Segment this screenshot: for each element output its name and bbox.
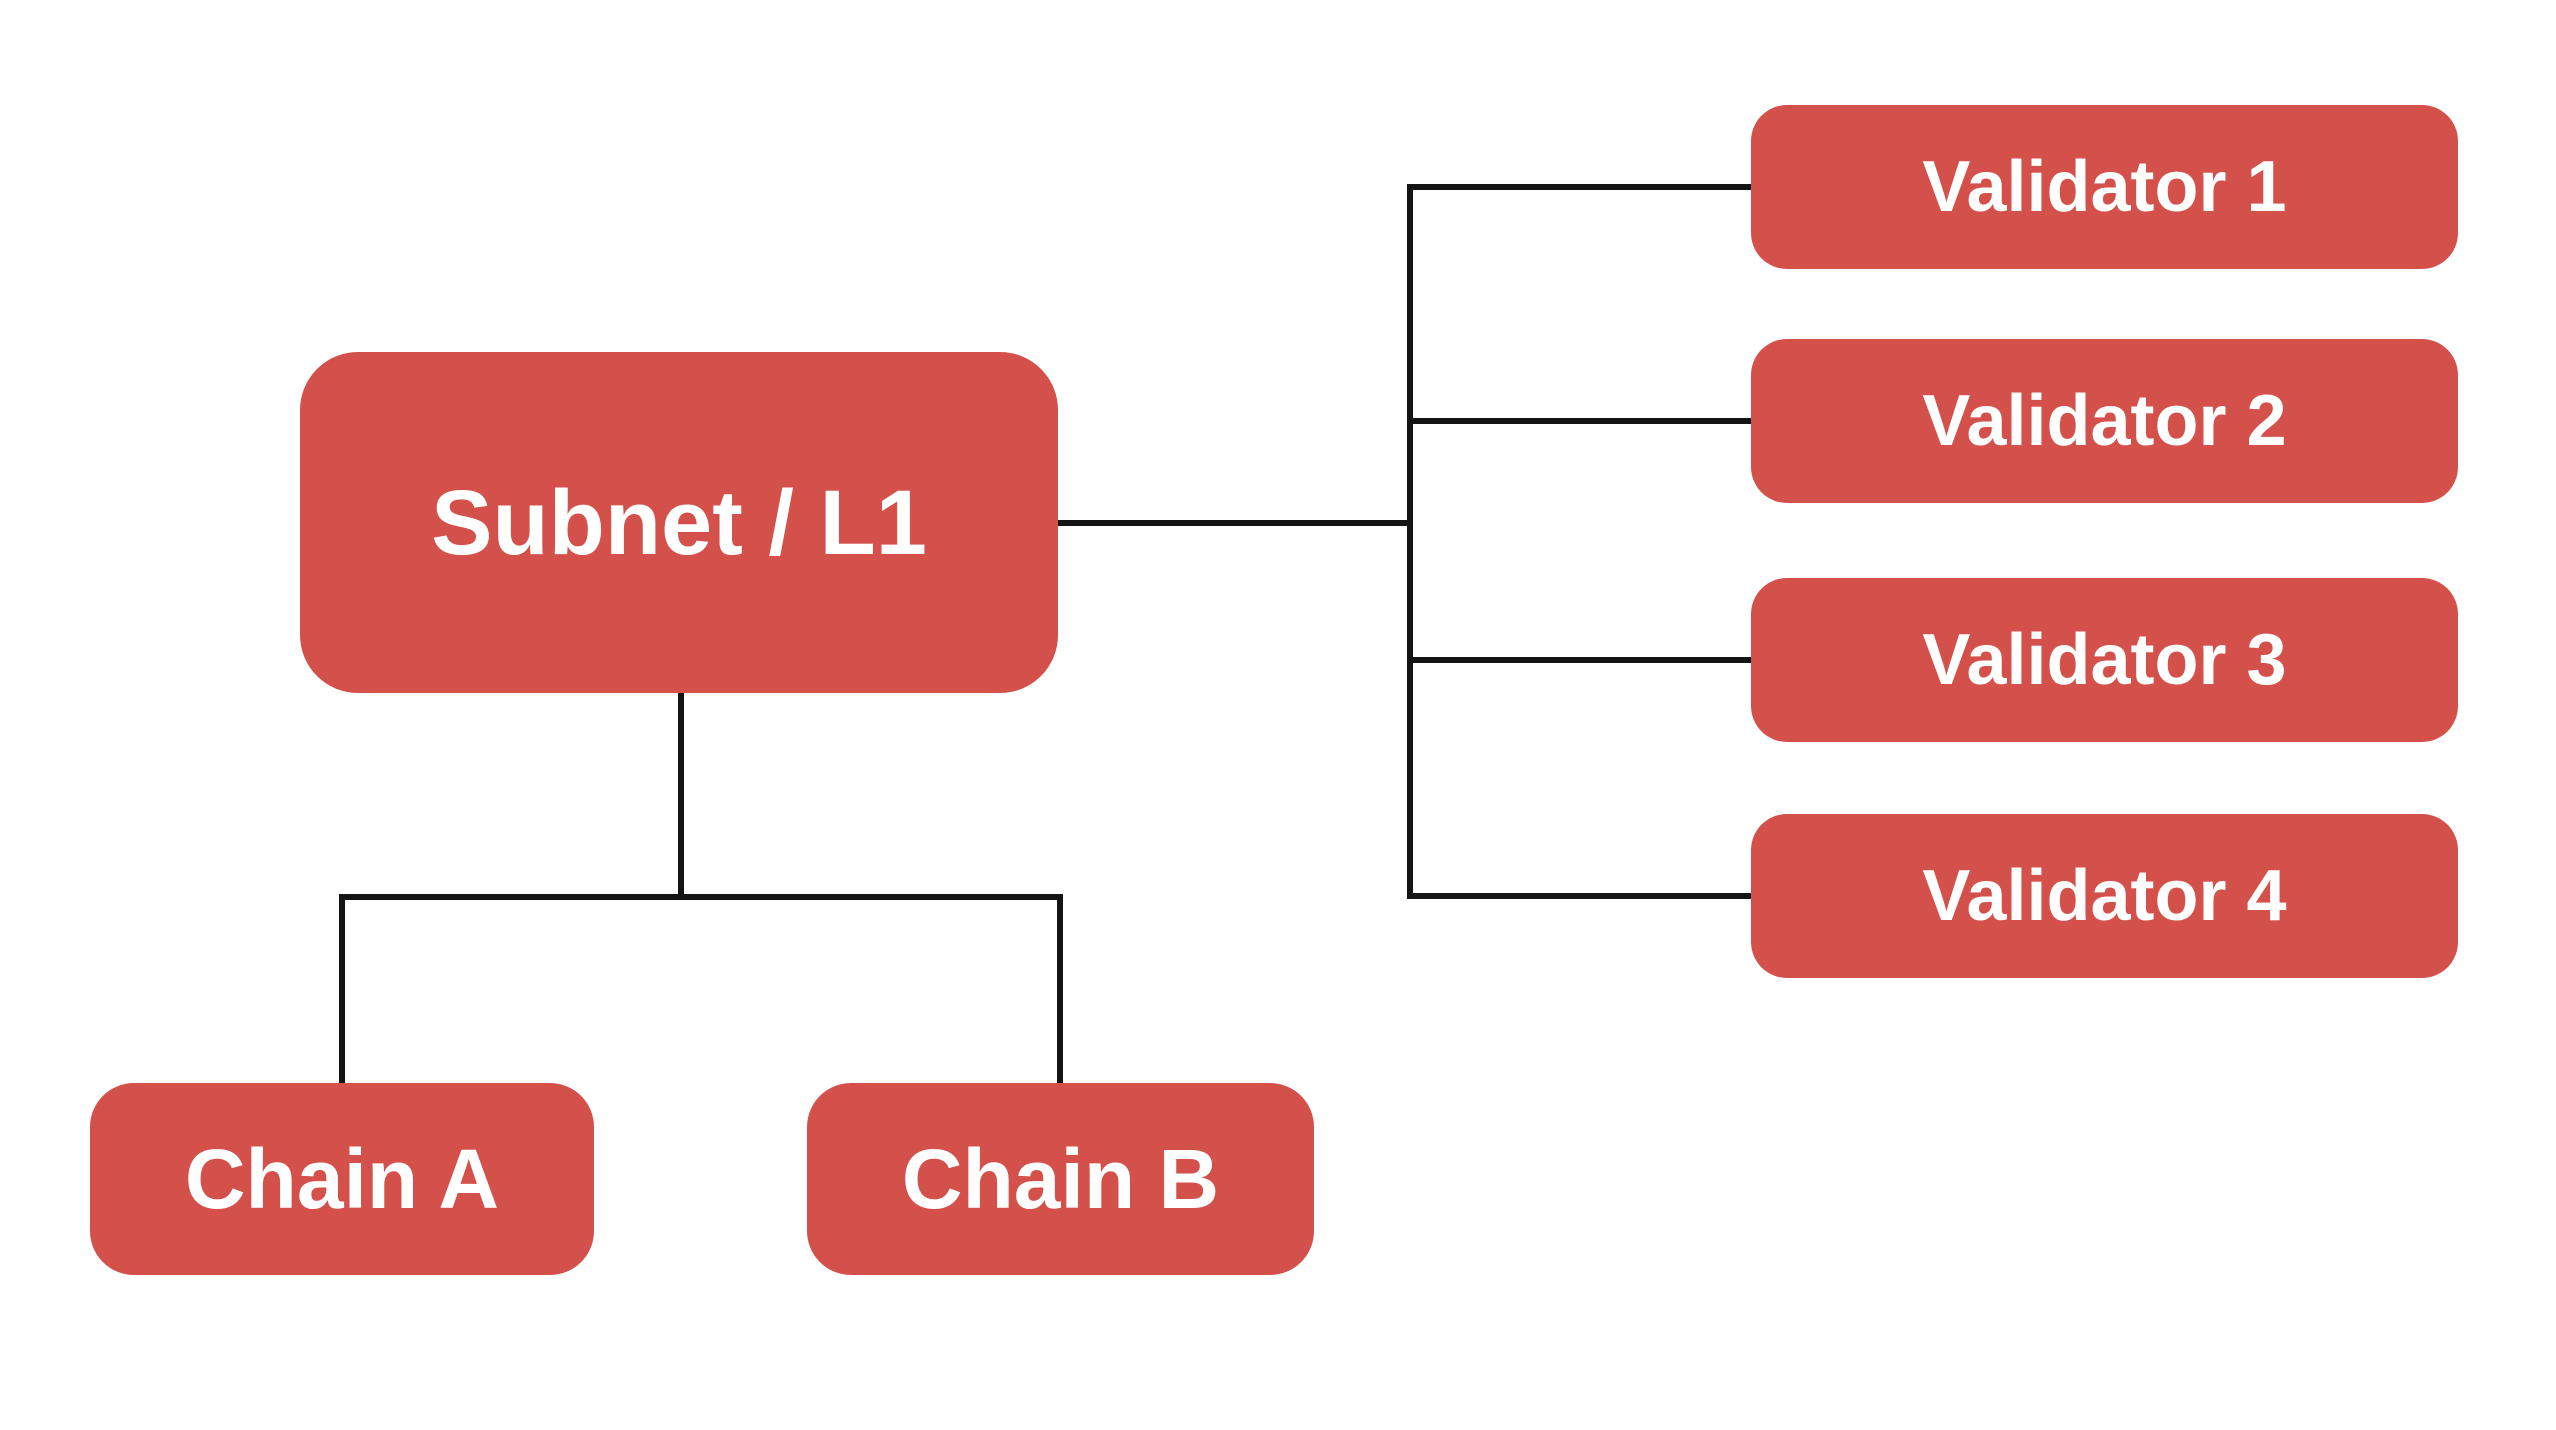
node-chain-b-label: Chain B bbox=[901, 1132, 1220, 1226]
node-subnet-l1: Subnet / L1 bbox=[300, 352, 1058, 693]
node-validator-4: Validator 4 bbox=[1751, 814, 2458, 978]
node-validator-1-label: Validator 1 bbox=[1922, 147, 2287, 227]
node-validator-1: Validator 1 bbox=[1751, 105, 2458, 269]
edge-chain-bus bbox=[339, 894, 1063, 900]
node-chain-a-label: Chain A bbox=[184, 1132, 500, 1226]
edge-branch-validator-2 bbox=[1413, 418, 1751, 424]
edge-branch-validator-3 bbox=[1413, 657, 1751, 663]
node-chain-b: Chain B bbox=[807, 1083, 1314, 1275]
node-validator-2: Validator 2 bbox=[1751, 339, 2458, 503]
edge-branch-validator-1 bbox=[1413, 184, 1751, 190]
edge-subnet-to-chain-bus bbox=[678, 693, 684, 900]
node-validator-4-label: Validator 4 bbox=[1922, 856, 2287, 936]
edge-branch-chain-b bbox=[1057, 894, 1063, 1085]
edge-branch-chain-a bbox=[339, 894, 345, 1085]
node-validator-2-label: Validator 2 bbox=[1922, 381, 2287, 461]
edge-branch-validator-4 bbox=[1413, 893, 1751, 899]
node-chain-a: Chain A bbox=[90, 1083, 594, 1275]
node-validator-3-label: Validator 3 bbox=[1922, 620, 2287, 700]
node-subnet-l1-label: Subnet / L1 bbox=[431, 471, 927, 574]
edge-subnet-to-trunk bbox=[1055, 520, 1413, 526]
edge-validator-trunk bbox=[1407, 184, 1413, 899]
node-validator-3: Validator 3 bbox=[1751, 578, 2458, 742]
